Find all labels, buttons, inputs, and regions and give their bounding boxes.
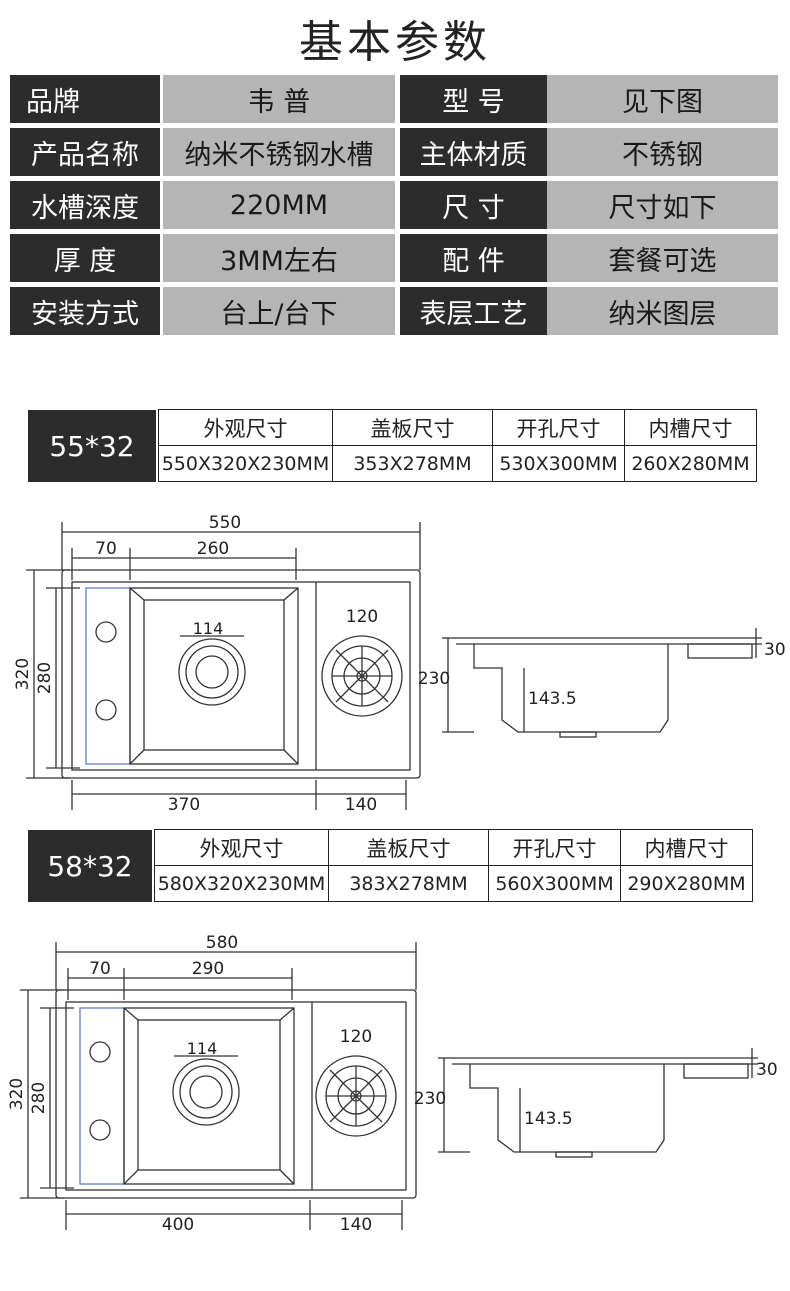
sink-diagram-58x32: 580 70 290 320 280 114 120 400 140 230 1… <box>7 933 778 1235</box>
dim-left-width: 70 <box>89 959 111 979</box>
page-title: 基本参数 <box>299 17 491 68</box>
spec-header: 盖板尺寸 <box>328 829 489 866</box>
dim-inner-width: 260 <box>197 539 229 559</box>
spec-value: 530X300MM <box>492 445 625 482</box>
spec-header: 内槽尺寸 <box>624 409 757 446</box>
dim-burner: 120 <box>346 607 378 627</box>
param-value: 纳米图层 <box>547 287 778 335</box>
spec-grid: 外观尺寸 盖板尺寸 开孔尺寸 内槽尺寸 550X320X230MM 353X27… <box>158 409 757 482</box>
param-label: 主体材质 <box>400 128 547 176</box>
param-row-name: 产品名称 纳米不锈钢水槽 主体材质 不锈钢 <box>10 128 778 176</box>
spec-header: 开孔尺寸 <box>492 409 625 446</box>
dim-bottom-right: 140 <box>340 1215 372 1235</box>
spec-model: 58*32 <box>28 830 152 902</box>
spec-header: 内槽尺寸 <box>620 829 753 866</box>
param-value: 3MM左右 <box>163 234 395 282</box>
param-value: 韦 普 <box>163 75 395 123</box>
spec-table-58x32: 58*32 外观尺寸 盖板尺寸 开孔尺寸 内槽尺寸 580X320X230MM … <box>28 829 753 902</box>
spec-model: 55*32 <box>28 410 156 482</box>
param-row-depth: 水槽深度 220MM 尺 寸 尺寸如下 <box>10 181 778 229</box>
dim-inner-height: 280 <box>35 662 55 694</box>
sink-diagram-55x32: 550 70 260 320 280 114 120 370 140 230 1… <box>13 513 786 815</box>
dim-lip: 30 <box>764 640 786 660</box>
dim-left-width: 70 <box>95 539 117 559</box>
dim-depth: 230 <box>414 1089 446 1109</box>
param-row-brand: 品牌 韦 普 型 号 见下图 <box>10 75 778 123</box>
spec-header: 开孔尺寸 <box>488 829 621 866</box>
dim-drain: 114 <box>187 1039 218 1058</box>
param-label: 品牌 <box>10 75 160 123</box>
param-row-thickness: 厚 度 3MM左右 配 件 套餐可选 <box>10 234 778 282</box>
param-label: 配 件 <box>400 234 547 282</box>
spec-value: 560X300MM <box>488 865 621 902</box>
param-value: 不锈钢 <box>547 128 778 176</box>
spec-grid: 外观尺寸 盖板尺寸 开孔尺寸 内槽尺寸 580X320X230MM 383X27… <box>154 829 753 902</box>
dim-bottom-left: 370 <box>168 795 200 815</box>
param-row-install: 安装方式 台上/台下 表层工艺 纳米图层 <box>10 287 778 335</box>
parameter-table: 品牌 韦 普 型 号 见下图 产品名称 纳米不锈钢水槽 主体材质 不锈钢 水槽深… <box>10 75 778 340</box>
spec-value: 550X320X230MM <box>158 445 333 482</box>
spec-header: 盖板尺寸 <box>332 409 493 446</box>
param-label: 水槽深度 <box>10 181 160 229</box>
param-value: 尺寸如下 <box>547 181 778 229</box>
dim-drain: 114 <box>193 619 224 638</box>
dim-total-width: 580 <box>206 933 238 953</box>
param-label: 安装方式 <box>10 287 160 335</box>
dim-bottom-right: 140 <box>345 795 377 815</box>
dim-depth-inner: 143.5 <box>524 1109 573 1129</box>
param-value: 220MM <box>163 181 395 229</box>
dim-bottom-left: 400 <box>162 1215 194 1235</box>
param-label: 产品名称 <box>10 128 160 176</box>
spec-table-55x32: 55*32 外观尺寸 盖板尺寸 开孔尺寸 内槽尺寸 550X320X230MM … <box>28 409 757 482</box>
dim-height: 320 <box>13 658 33 690</box>
dim-lip: 30 <box>756 1060 778 1080</box>
dim-depth-inner: 143.5 <box>528 689 577 709</box>
param-label: 型 号 <box>400 75 547 123</box>
spec-header: 外观尺寸 <box>158 409 333 446</box>
spec-value: 290X280MM <box>620 865 753 902</box>
spec-value: 383X278MM <box>328 865 489 902</box>
spec-header: 外观尺寸 <box>154 829 329 866</box>
dim-inner-width: 290 <box>192 959 224 979</box>
param-value: 纳米不锈钢水槽 <box>163 128 395 176</box>
param-label: 表层工艺 <box>400 287 547 335</box>
dim-total-width: 550 <box>209 513 241 533</box>
param-value: 台上/台下 <box>163 287 395 335</box>
param-value: 见下图 <box>547 75 778 123</box>
spec-value: 353X278MM <box>332 445 493 482</box>
param-label: 厚 度 <box>10 234 160 282</box>
param-label: 尺 寸 <box>400 181 547 229</box>
dim-burner: 120 <box>340 1027 372 1047</box>
spec-value: 580X320X230MM <box>154 865 329 902</box>
dim-inner-height: 280 <box>29 1082 49 1114</box>
dim-depth: 230 <box>418 669 450 689</box>
dim-height: 320 <box>7 1078 27 1110</box>
spec-value: 260X280MM <box>624 445 757 482</box>
param-value: 套餐可选 <box>547 234 778 282</box>
param-label-text: 品牌 <box>26 86 80 118</box>
